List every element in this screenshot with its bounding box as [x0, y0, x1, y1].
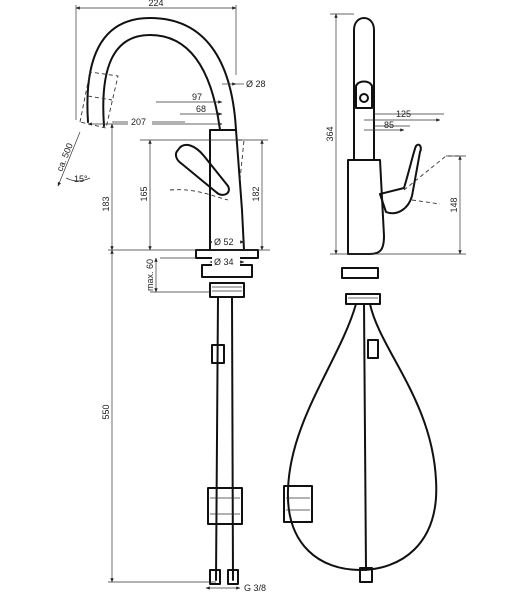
side-connector	[359, 567, 373, 583]
side-nut	[345, 293, 381, 305]
front-spout-inner	[102, 34, 221, 131]
dim-125: 125	[396, 109, 411, 119]
dim-207: 207	[131, 117, 146, 127]
front-connector-right	[227, 569, 239, 585]
front-spray-head	[79, 71, 119, 129]
dim-angle-15: 15°	[74, 174, 88, 184]
side-body	[347, 159, 385, 255]
side-hose-loop	[286, 303, 438, 571]
dim-max-60: max. 60	[145, 259, 155, 291]
dim-dia-52: Ø 52	[214, 237, 234, 247]
front-connector-left	[209, 569, 221, 585]
dim-ca-500: ca. 500	[55, 142, 75, 173]
front-nut	[209, 282, 245, 298]
dim-thread: G 3/8	[244, 583, 266, 593]
dim-183: 183	[101, 196, 111, 211]
side-hose-center	[363, 303, 367, 571]
dim-224: 224	[148, 0, 163, 8]
dim-85: 85	[384, 120, 394, 130]
dim-68: 68	[196, 104, 206, 114]
front-hose-left	[215, 297, 219, 581]
front-fitting-upper	[211, 344, 225, 364]
dim-550: 550	[101, 404, 111, 419]
front-body	[209, 129, 245, 251]
dim-dia-34: Ø 34	[214, 257, 234, 267]
dim-97: 97	[192, 92, 202, 102]
dim-165: 165	[139, 186, 149, 201]
front-lever-alt	[169, 139, 245, 201]
dim-364: 364	[325, 126, 335, 141]
side-lever	[379, 143, 422, 215]
dim-182: 182	[251, 186, 261, 201]
front-view: 224 Ø 28 97 68 207 ca. 500 15° 183 165 1…	[55, 0, 270, 593]
side-fitting	[367, 339, 379, 359]
front-lever	[174, 143, 230, 196]
front-weight	[207, 487, 243, 525]
side-view: 364 125 85 148	[283, 13, 466, 583]
dim-dia-28: Ø 28	[246, 79, 266, 89]
side-mount	[341, 267, 379, 279]
front-spout-outer	[86, 17, 237, 131]
side-weight	[283, 485, 313, 523]
dim-148: 148	[449, 197, 459, 212]
side-spout	[353, 17, 375, 161]
front-hose-right	[231, 297, 234, 581]
side-spray-detail	[355, 80, 373, 109]
